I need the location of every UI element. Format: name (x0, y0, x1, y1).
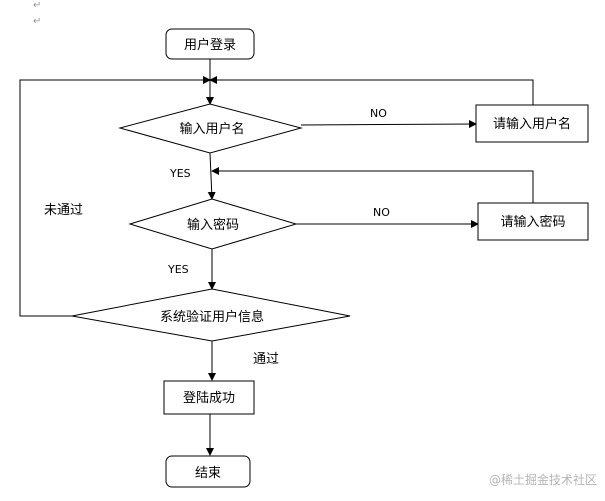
edge-label-yes-username: YES (169, 167, 191, 180)
node-verify: 系统验证用户信息 (71, 288, 351, 342)
edge-label-pass: 通过 (253, 352, 279, 367)
edge-verify-fail (19, 76, 211, 317)
node-input-password-label: 输入密码 (187, 217, 239, 233)
edge-username-no (300, 120, 477, 129)
node-input-username: 输入用户名 (118, 103, 303, 154)
edge-prompt-password-return (211, 167, 534, 203)
edge-label-no-username: NO (370, 107, 387, 120)
edge-label-fail: 未通过 (44, 203, 83, 218)
edge-label-yes-password: YES (167, 263, 189, 276)
node-login: 用户登录 (165, 28, 255, 60)
node-prompt-username: 请输入用户名 (475, 104, 589, 143)
edge-username-yes (207, 152, 216, 200)
node-success: 登陆成功 (163, 380, 255, 415)
paragraph-mark: ↵ (33, 16, 41, 27)
node-success-label: 登陆成功 (183, 390, 235, 406)
node-end: 结束 (165, 455, 251, 488)
node-login-label: 用户登录 (184, 37, 236, 53)
node-end-label: 结束 (195, 466, 221, 481)
node-prompt-password-label: 请输入密码 (500, 214, 565, 230)
node-prompt-username-label: 请输入用户名 (493, 116, 571, 132)
paragraph-mark: ↵ (33, 0, 41, 11)
edge-label-no-password: NO (373, 206, 390, 219)
node-input-password: 输入密码 (128, 198, 298, 250)
connectors (19, 59, 534, 456)
node-input-username-label: 输入用户名 (179, 121, 244, 137)
node-verify-label: 系统验证用户信息 (160, 309, 264, 325)
edge-prompt-username-return (209, 76, 534, 105)
node-prompt-password: 请输入密码 (477, 202, 589, 241)
watermark: @稀土掘金技术社区 (489, 472, 597, 487)
